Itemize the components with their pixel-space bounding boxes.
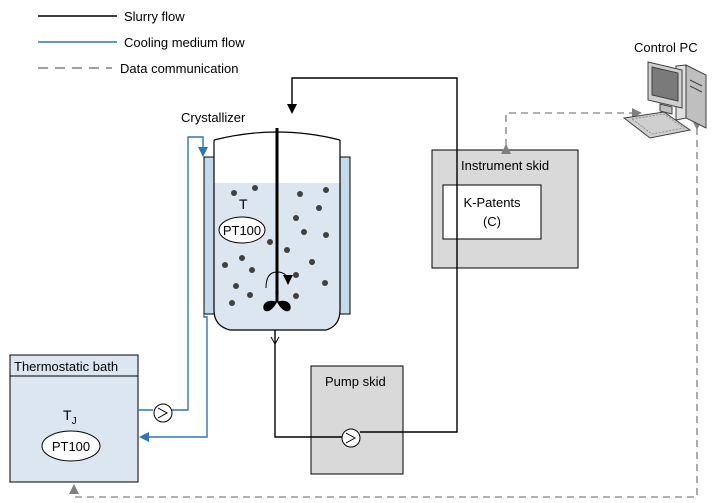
legend-data-label: Data communication bbox=[120, 61, 239, 76]
thermostatic-bath-label: Thermostatic bath bbox=[14, 359, 118, 374]
reactor-temperature-label: T bbox=[239, 196, 248, 212]
computer-icon: Control PC bbox=[622, 40, 707, 139]
legend-slurry-label: Slurry flow bbox=[124, 9, 185, 24]
bath-sensor-label: PT100 bbox=[52, 439, 90, 454]
cooling-supply-line bbox=[138, 136, 203, 411]
instrument-skid: Instrument skid K-Patents (C) bbox=[431, 149, 579, 269]
kpatents-sublabel: (C) bbox=[483, 214, 501, 229]
cooling-pump-icon bbox=[153, 403, 173, 423]
jacket-left bbox=[203, 156, 215, 315]
jacket-right bbox=[339, 156, 351, 315]
reactor-sensor-label: PT100 bbox=[223, 223, 261, 238]
data-link-skid bbox=[501, 108, 642, 154]
pump-icon bbox=[341, 428, 361, 448]
pump-skid-label: Pump skid bbox=[325, 374, 386, 389]
instrument-skid-label: Instrument skid bbox=[461, 158, 549, 173]
data-link-bath bbox=[69, 120, 702, 498]
thermostatic-bath: Thermostatic bath TJ PT100 bbox=[9, 354, 139, 483]
crystallizer: Crystallizer T PT bbox=[181, 110, 351, 331]
control-pc-label: Control PC bbox=[634, 40, 698, 55]
kpatents-label: K-Patents bbox=[463, 195, 521, 210]
cooling-return-line bbox=[139, 314, 208, 442]
kpatents-box bbox=[442, 184, 542, 240]
pump-skid: Pump skid bbox=[310, 365, 404, 475]
legend: Slurry flow Cooling medium flow Data com… bbox=[38, 9, 245, 76]
crystallizer-label: Crystallizer bbox=[181, 110, 246, 125]
legend-cooling-label: Cooling medium flow bbox=[124, 35, 245, 50]
